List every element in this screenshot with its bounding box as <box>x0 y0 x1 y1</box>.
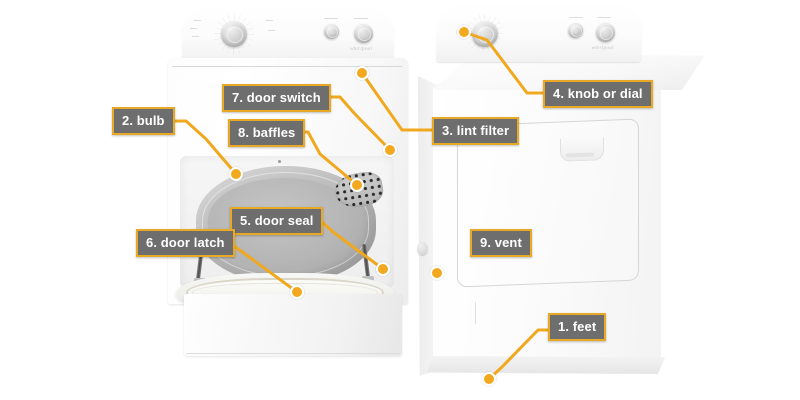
vent-knob <box>417 242 428 255</box>
callout-dot-door-seal <box>376 262 390 276</box>
callout-dot-feet <box>482 372 496 386</box>
panel-tick-mark <box>324 18 338 19</box>
cycle-selector-knob[interactable] <box>221 21 247 47</box>
callout-door-switch[interactable]: 7. door switch <box>222 84 331 112</box>
panel-tick-mark <box>354 18 368 19</box>
callout-dot-lint-filter <box>355 66 369 80</box>
option-knob-right-right[interactable] <box>595 23 616 42</box>
callout-vent[interactable]: 9. vent <box>470 229 532 257</box>
callout-door-seal[interactable]: 5. door seal <box>230 207 324 235</box>
callout-lint-filter[interactable]: 3. lint filter <box>432 117 520 145</box>
callout-baffles[interactable]: 8. baffles <box>228 119 306 147</box>
brand-logo: whirlpool <box>350 47 373 52</box>
panel-tick-mark <box>266 20 273 21</box>
callout-feet[interactable]: 1. feet <box>548 313 607 341</box>
cabinet-base <box>427 356 665 374</box>
callout-door-latch[interactable]: 6. door latch <box>136 229 235 257</box>
callout-dot-door-switch <box>383 143 397 157</box>
panel-tick-mark <box>190 28 197 29</box>
panel-tick-mark <box>192 36 199 37</box>
panel-tick-mark <box>194 20 201 21</box>
cabinet-side-panel <box>417 76 437 376</box>
callout-bulb[interactable]: 2. bulb <box>112 107 175 135</box>
drum-screw <box>278 160 281 163</box>
option-knob-left[interactable] <box>324 24 339 39</box>
cabinet-seam <box>172 66 402 67</box>
leveling-foot-edge <box>475 302 476 324</box>
callout-dot-door-latch <box>290 285 304 299</box>
dryer-open-door: whirlpool <box>168 6 408 356</box>
panel-tick-mark <box>268 30 275 31</box>
callout-dot-bulb <box>229 167 243 181</box>
option-knob-right[interactable] <box>354 24 373 43</box>
dryer-lower-front-panel <box>184 294 402 356</box>
panel-tick-mark <box>569 17 583 18</box>
callout-dot-baffles <box>350 178 364 192</box>
panel-tick-mark <box>597 17 611 18</box>
callout-dot-knob-dial <box>457 25 471 39</box>
option-knob-left-right[interactable] <box>567 23 584 38</box>
callout-dot-vent <box>430 266 444 280</box>
brand-logo: whirlpool <box>591 46 614 51</box>
callout-knob-dial[interactable]: 4. knob or dial <box>543 80 653 108</box>
door-handle[interactable] <box>560 137 604 162</box>
dryer-control-panel: whirlpool <box>182 6 394 64</box>
